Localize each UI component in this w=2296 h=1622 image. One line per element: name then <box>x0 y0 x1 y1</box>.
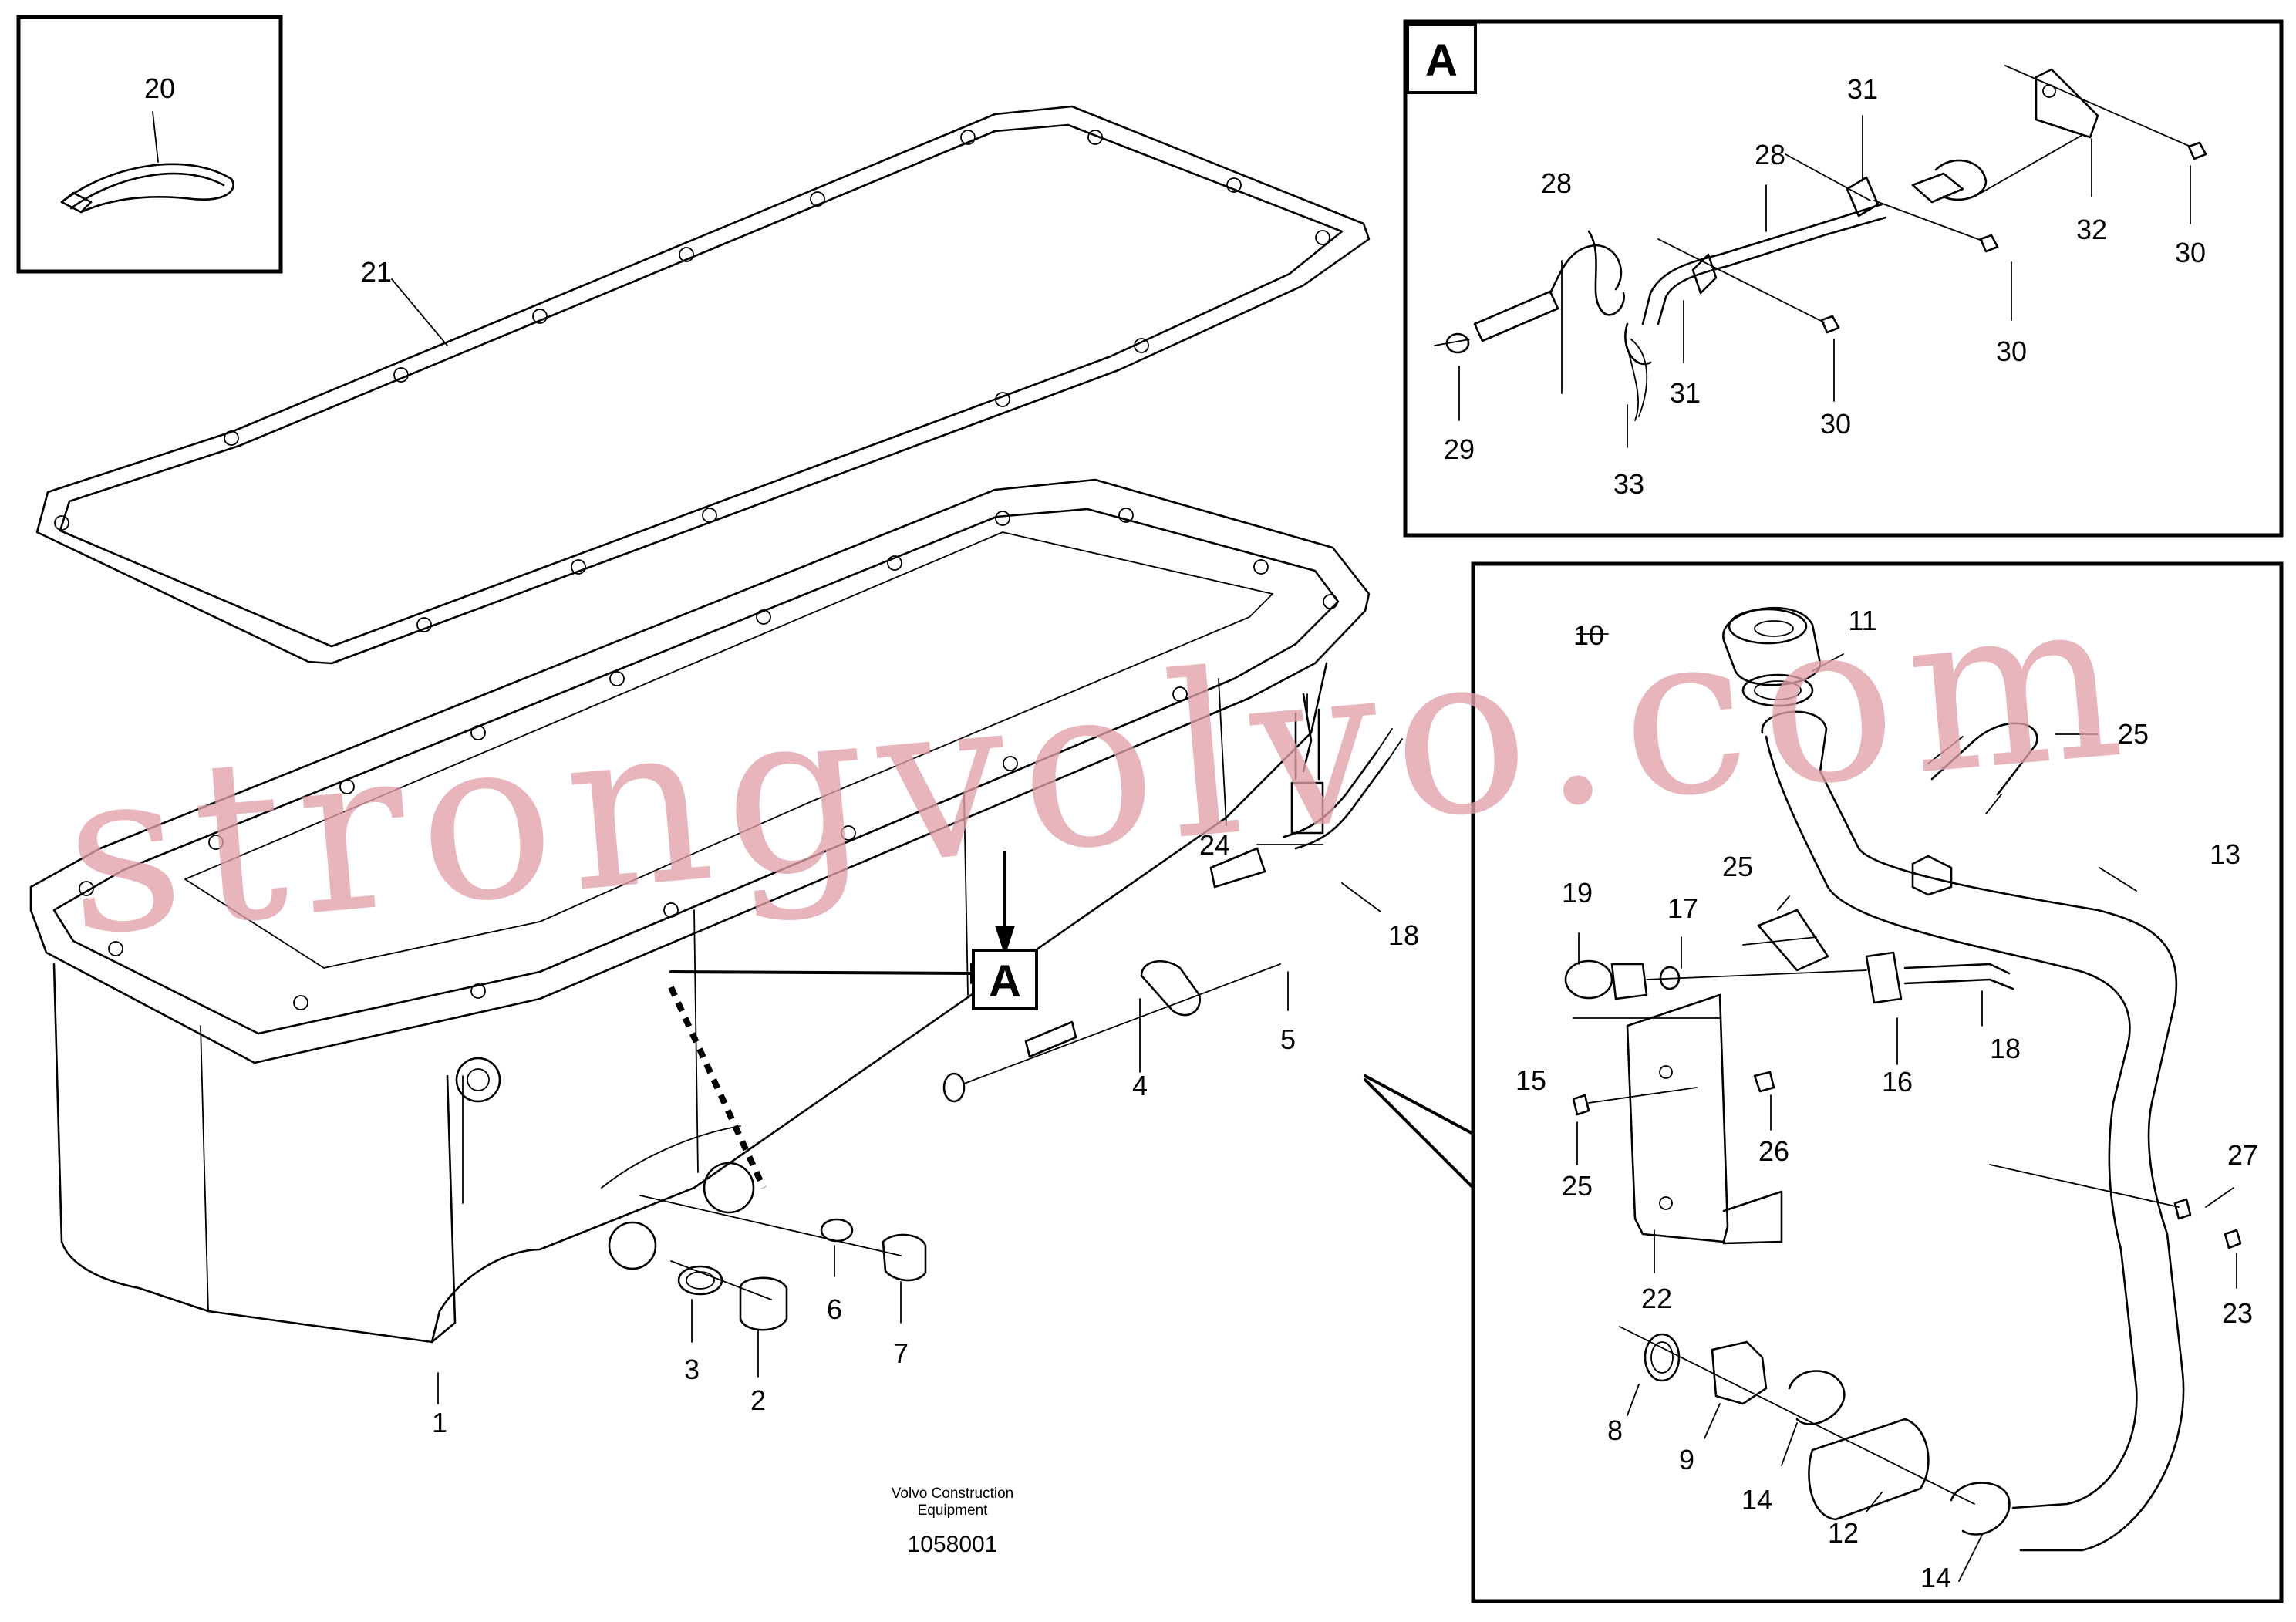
callout-29: 29 <box>1444 433 1475 465</box>
callout-labels: 1 2 3 4 5 6 7 18 21 24 20 28 28 29 30 30… <box>144 73 2258 1593</box>
callout-11: 11 <box>1848 605 1876 636</box>
callout-1: 1 <box>432 1407 447 1438</box>
callout-32: 32 <box>2076 214 2107 245</box>
callout-28-left: 28 <box>1541 167 1572 199</box>
cable-tie-inset-box <box>16 15 283 274</box>
view-a-drawing <box>1434 65 2207 421</box>
callout-25-clamp: 25 <box>2118 718 2149 750</box>
callout-7: 7 <box>893 1337 909 1369</box>
view-a-letter-box <box>1406 23 1477 94</box>
oil-pan-drawing <box>29 478 1371 1344</box>
callout-27: 27 <box>2227 1139 2258 1171</box>
callout-18-main: 18 <box>1388 919 1419 951</box>
callout-6: 6 <box>827 1293 842 1325</box>
view-a-reference: A <box>668 851 1475 1189</box>
callout-33: 33 <box>1613 468 1644 500</box>
callout-12: 12 <box>1828 1517 1859 1549</box>
callout-17: 17 <box>1667 892 1698 924</box>
callout-leaders <box>437 115 2237 1582</box>
callout-3: 3 <box>684 1354 700 1385</box>
callout-18-detail: 18 <box>1990 1033 2021 1064</box>
oil-filler-detail-drawing <box>1564 606 2242 1552</box>
footer-company-line2: Equipment <box>918 1502 989 1519</box>
drain-plug-assembly-drawing <box>639 1195 927 1331</box>
view-a-reference-letter: A <box>989 956 1021 1007</box>
callout-10: 10 <box>1573 619 1604 651</box>
callout-21: 21 <box>361 256 392 288</box>
view-a-letter: A <box>1425 35 1458 86</box>
callout-5: 5 <box>1280 1023 1296 1055</box>
callout-31-top: 31 <box>1847 73 1878 105</box>
drawing-number: 1058001 <box>908 1532 998 1557</box>
callout-22: 22 <box>1641 1283 1672 1314</box>
watermark-text: strongvolvo.com <box>56 547 2145 986</box>
callout-8: 8 <box>1607 1415 1623 1446</box>
callout-14-right: 14 <box>1920 1562 1951 1593</box>
callout-9: 9 <box>1679 1444 1694 1475</box>
callout-23: 23 <box>2222 1297 2253 1329</box>
callout-20: 20 <box>144 73 175 104</box>
oil-filler-detail-box <box>1471 561 2284 1603</box>
callout-25-clip: 25 <box>1722 851 1753 882</box>
callout-16: 16 <box>1882 1066 1913 1098</box>
callout-31-low: 31 <box>1670 377 1701 409</box>
callout-19: 19 <box>1562 877 1593 909</box>
callout-30-mid: 30 <box>1996 336 2027 367</box>
callout-14-left: 14 <box>1741 1484 1772 1516</box>
footer-company-line1: Volvo Construction <box>892 1485 1013 1502</box>
view-a-inset-box <box>1403 19 2284 538</box>
callout-15: 15 <box>1515 1064 1546 1096</box>
callout-4: 4 <box>1132 1070 1148 1101</box>
callout-25-nut: 25 <box>1562 1170 1593 1202</box>
callout-30-right: 30 <box>2175 237 2206 268</box>
callout-26: 26 <box>1758 1135 1789 1167</box>
dipstick-tube-drawing <box>942 693 1403 1103</box>
callout-24: 24 <box>1199 829 1230 861</box>
callout-28-right: 28 <box>1755 139 1785 170</box>
cable-tie-drawing <box>60 111 234 214</box>
oil-pan-gasket-drawing <box>35 105 1371 665</box>
callout-13: 13 <box>2210 838 2240 870</box>
callout-2: 2 <box>750 1384 766 1416</box>
callout-30-low: 30 <box>1820 408 1851 440</box>
